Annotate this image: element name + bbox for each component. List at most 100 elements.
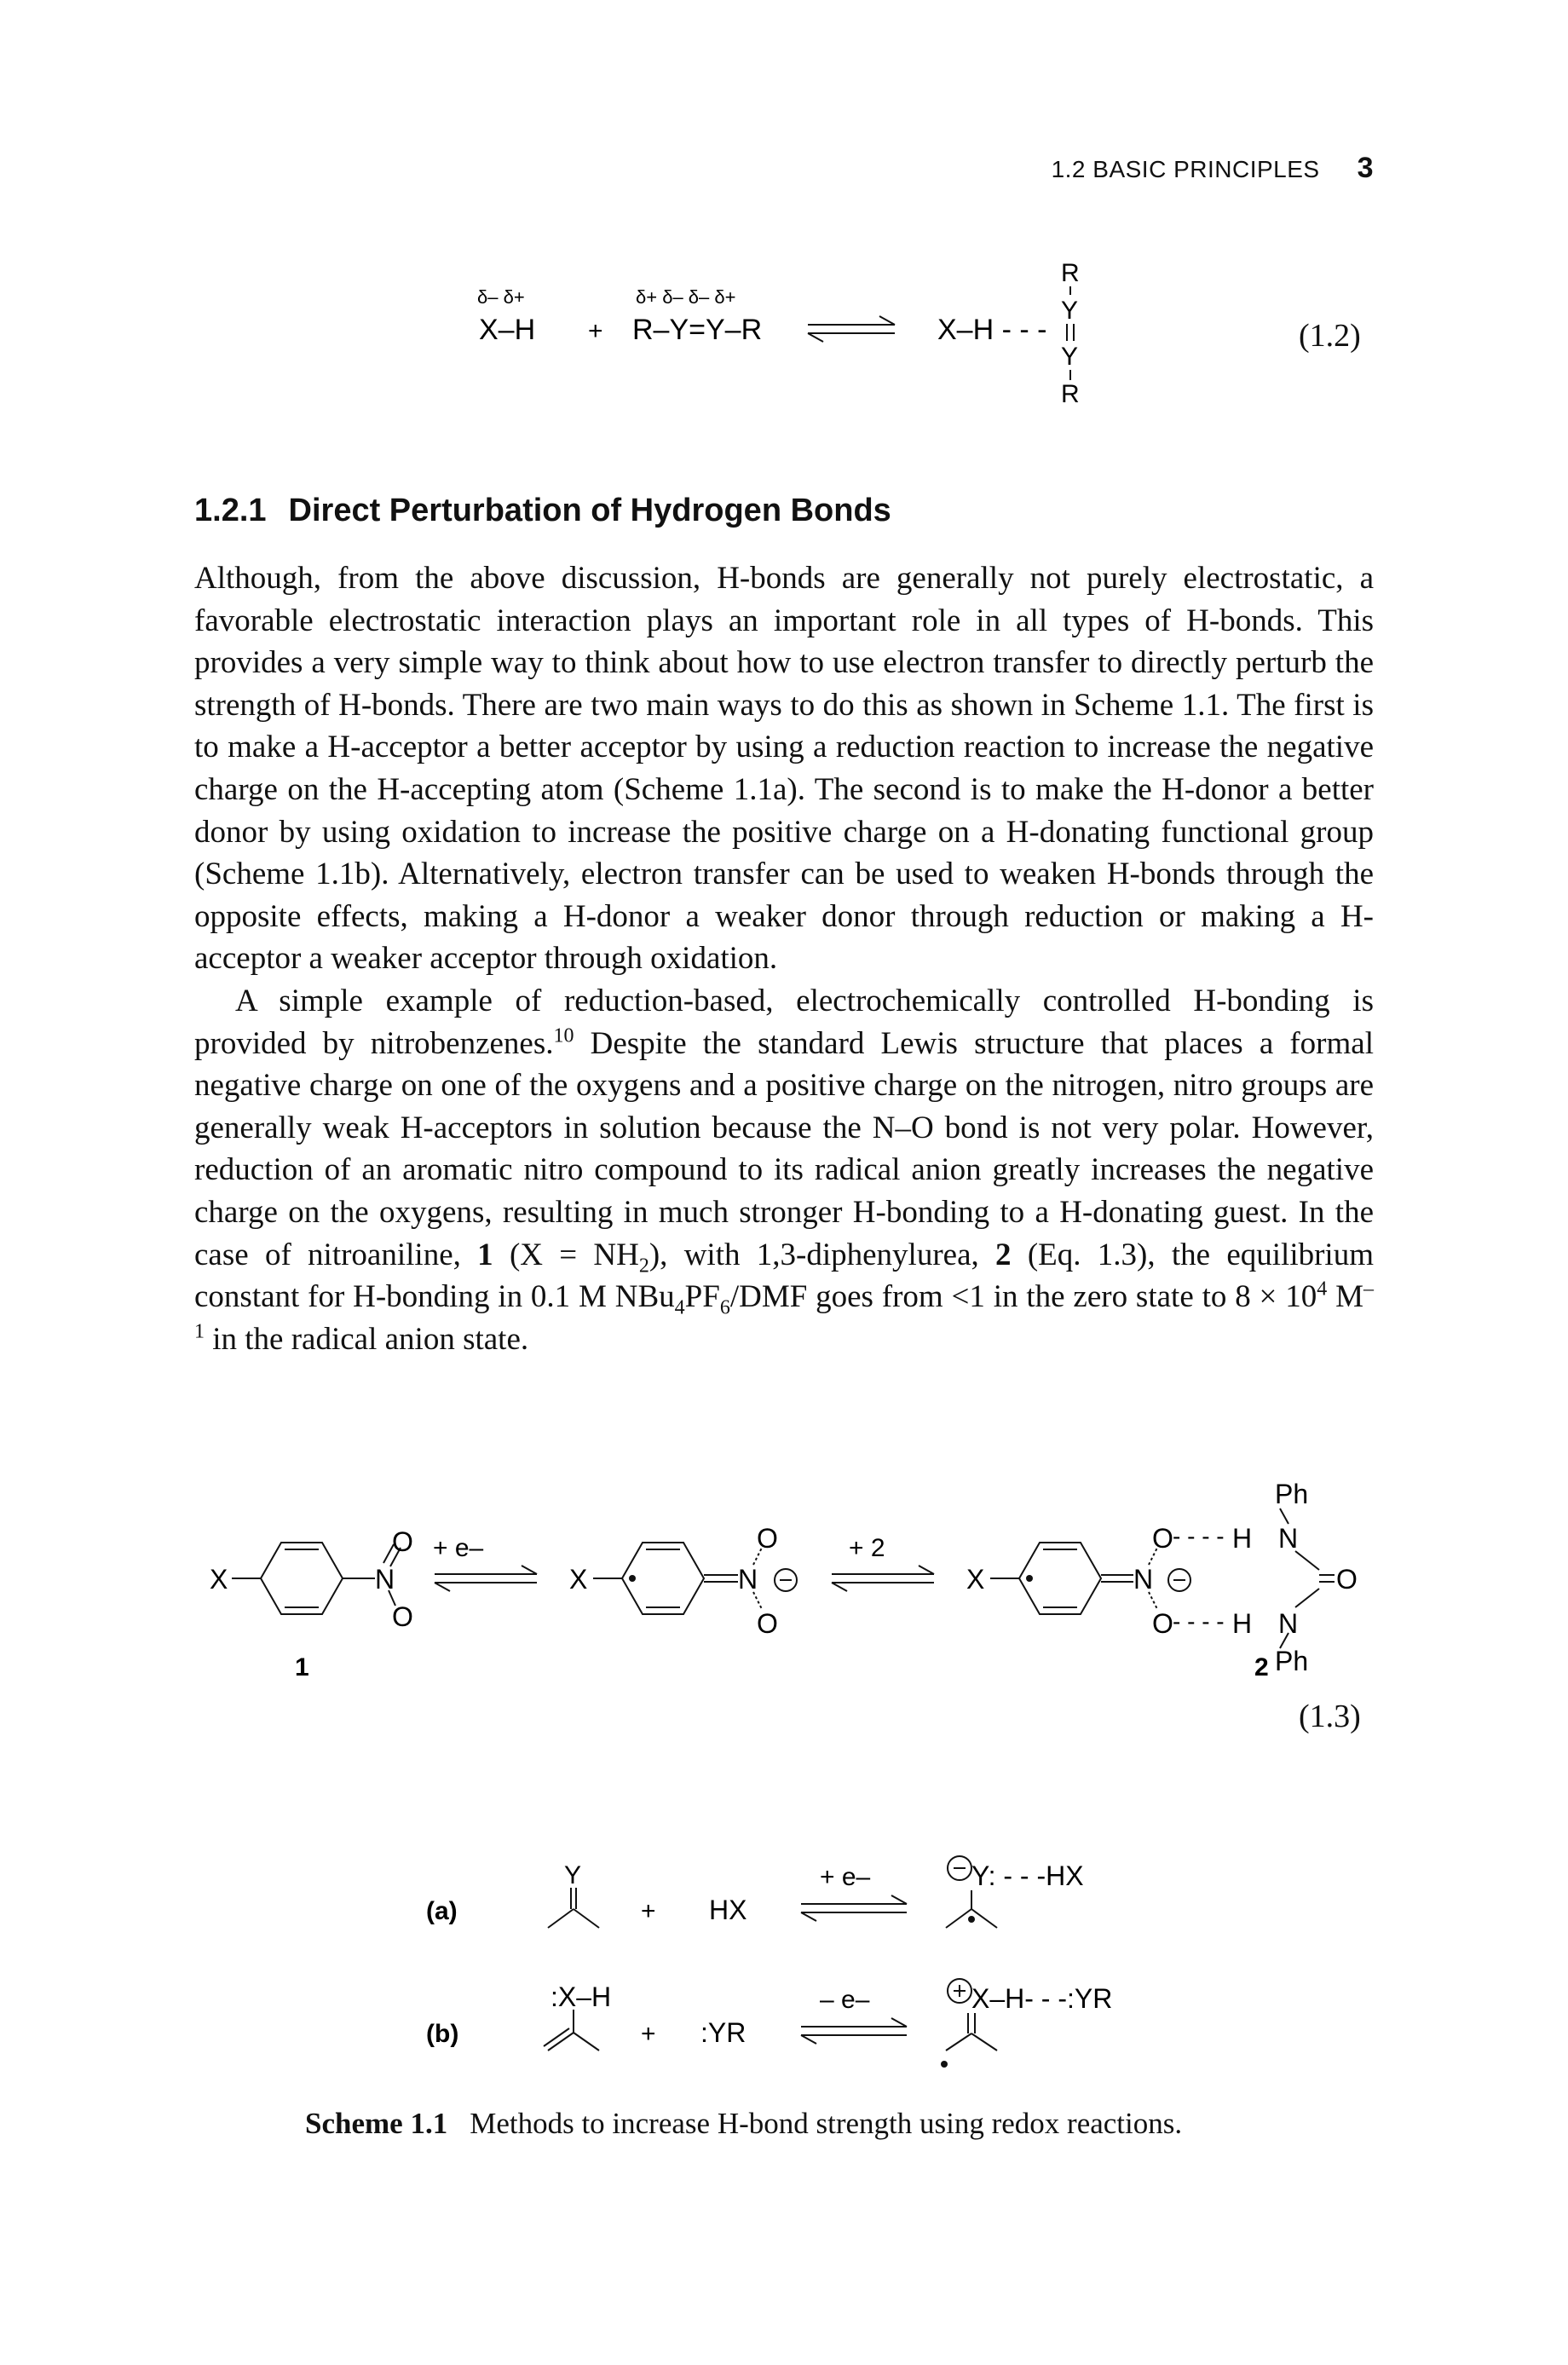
a-y: Y	[564, 1861, 581, 1889]
h-top: H	[1232, 1523, 1252, 1554]
reactant-xh: X–H	[479, 314, 535, 346]
bond-n-o-1a	[389, 1547, 401, 1567]
section-title: Direct Perturbation of Hydrogen Bonds	[288, 493, 891, 528]
radical-dot-3	[1026, 1575, 1033, 1582]
b-c-right	[573, 2032, 600, 2051]
charge-circle-3	[1167, 1568, 1191, 1592]
r-top: R	[1061, 259, 1080, 287]
hbond-dashes-top: - - - -	[1173, 1523, 1225, 1549]
b-minus-e: – e–	[820, 1986, 870, 2014]
reagent-plus-2: + 2	[849, 1534, 885, 1562]
h-bottom: H	[1232, 1608, 1252, 1639]
n-1: N	[375, 1564, 395, 1595]
scheme-caption: Scheme 1.1 Methods to increase H-bond str…	[305, 2107, 1182, 2141]
sub-4: 4	[674, 1296, 685, 1319]
paragraph-1: Although, from the above discussion, H-b…	[194, 561, 1374, 977]
x-2: X	[569, 1564, 587, 1595]
para2-text-7: /DMF goes from <1 in the zero state to 8…	[729, 1279, 1317, 1315]
para2-text-8: M	[1327, 1279, 1363, 1315]
bond-n-o-1b	[383, 1543, 395, 1564]
para2-text-6: PF	[684, 1279, 720, 1315]
x-1: X	[210, 1564, 228, 1595]
running-head: 1.2 BASIC PRINCIPLES 3	[1052, 152, 1374, 185]
a-hx: HX	[709, 1895, 747, 1925]
bond-n-o-3b	[1148, 1591, 1158, 1610]
para2-text-2: Despite the standard Lewis structure tha…	[194, 1025, 1374, 1272]
equilibrium-arrow	[807, 315, 896, 343]
compound-label-1: 1	[295, 1653, 309, 1681]
para2-text-4: ), with 1,3-diphenylurea,	[649, 1237, 996, 1272]
n-3: N	[1133, 1564, 1153, 1595]
o-3b: O	[1152, 1608, 1173, 1639]
o-2b: O	[757, 1608, 778, 1639]
charges-xh: δ– δ+	[477, 286, 525, 308]
benzene-ring-3	[1017, 1542, 1103, 1615]
urea-n-c-top	[1294, 1550, 1320, 1571]
product-xh: X–H - - -	[937, 314, 1046, 346]
scheme-1-1: (a) Y + HX + e– Y: - - -HX (b) :X–H + :Y…	[426, 1855, 1112, 2068]
o-3a: O	[1152, 1523, 1173, 1554]
a-arrow-tail	[800, 1912, 817, 1922]
arrow-2-tail	[831, 1582, 848, 1592]
urea-n-c-bottom	[1294, 1588, 1320, 1608]
b-c-left-b	[543, 2028, 570, 2047]
reagent-plus-e: + e–	[433, 1534, 484, 1562]
running-head-section: 1.2 BASIC PRINCIPLES	[1051, 156, 1320, 182]
b-c-left-a	[547, 2032, 574, 2051]
b-yr: :YR	[700, 2017, 746, 2048]
compound-2-ref: 2	[995, 1237, 1012, 1272]
scheme-label-b: (b)	[426, 2020, 458, 2048]
n-2: N	[738, 1564, 758, 1595]
scheme-label-a: (a)	[426, 1897, 458, 1925]
ph-bottom: Ph	[1275, 1646, 1308, 1676]
radical-dot-2	[629, 1575, 636, 1582]
ph-top: Ph	[1275, 1479, 1308, 1509]
x-3: X	[966, 1564, 984, 1595]
urea-n-bottom: N	[1278, 1608, 1298, 1639]
urea-n-ph-top	[1279, 1508, 1289, 1525]
equation-1-3: X N O O + e– X N O O + 2 X N O O - - - -…	[210, 1479, 1358, 1681]
a-plus-e: + e–	[820, 1863, 871, 1891]
a-c-right	[573, 1908, 600, 1929]
b-charge-circle	[947, 1978, 972, 2004]
bond-n-o-1c	[388, 1589, 396, 1606]
a-p-c-right	[971, 1908, 998, 1929]
page-number: 3	[1357, 152, 1374, 184]
bond-n-o-2b	[752, 1591, 763, 1610]
para2-text-5: (Eq. 1.3), the equilibrium constant for …	[194, 1237, 1374, 1315]
b-product: X–H- - -:YR	[971, 1983, 1112, 2014]
a-p-c-left	[945, 1908, 972, 1929]
a-arrow-head	[891, 1895, 908, 1905]
sub-2: 2	[638, 1254, 649, 1277]
arrow-1-head	[521, 1565, 538, 1575]
reactant-ryyr: R–Y=Y–R	[632, 314, 762, 346]
b-p-c-left	[945, 2033, 972, 2051]
b-reactant: :X–H	[551, 1981, 611, 2012]
o-1b: O	[392, 1601, 413, 1632]
o-2a: O	[757, 1523, 778, 1554]
charges-ryyr: δ+ δ– δ– δ+	[636, 286, 736, 308]
b-p-c-right	[971, 2033, 998, 2051]
charge-circle-2	[774, 1568, 798, 1592]
urea-o: O	[1336, 1564, 1358, 1595]
o-1a: O	[392, 1526, 413, 1557]
b-arrow-tail	[800, 2034, 817, 2045]
sup-4: 4	[1317, 1278, 1328, 1301]
b-plus: +	[641, 2020, 656, 2048]
caption-text: Methods to increase H-bond strength usin…	[470, 2107, 1183, 2140]
y-top: Y	[1061, 297, 1078, 325]
bond-n-o-3a	[1148, 1547, 1158, 1566]
compound-label-2: 2	[1254, 1653, 1269, 1681]
equation-number-1-3: (1.3)	[1299, 1699, 1361, 1734]
a-c-left	[547, 1908, 574, 1929]
hbond-dashes-bottom: - - - -	[1173, 1608, 1225, 1635]
compound-1-ref: 1	[477, 1237, 493, 1272]
urea-n-ph-bottom	[1279, 1632, 1289, 1649]
caption-label: Scheme 1.1	[305, 2107, 448, 2140]
sup-minus-1: –1	[194, 1278, 1374, 1343]
a-product: Y: - - -HX	[971, 1860, 1084, 1891]
para2-text-1: A simple example of reduction-based, ele…	[194, 983, 1374, 1061]
plus-sign: +	[588, 317, 603, 345]
arrow-1-tail	[434, 1582, 451, 1592]
